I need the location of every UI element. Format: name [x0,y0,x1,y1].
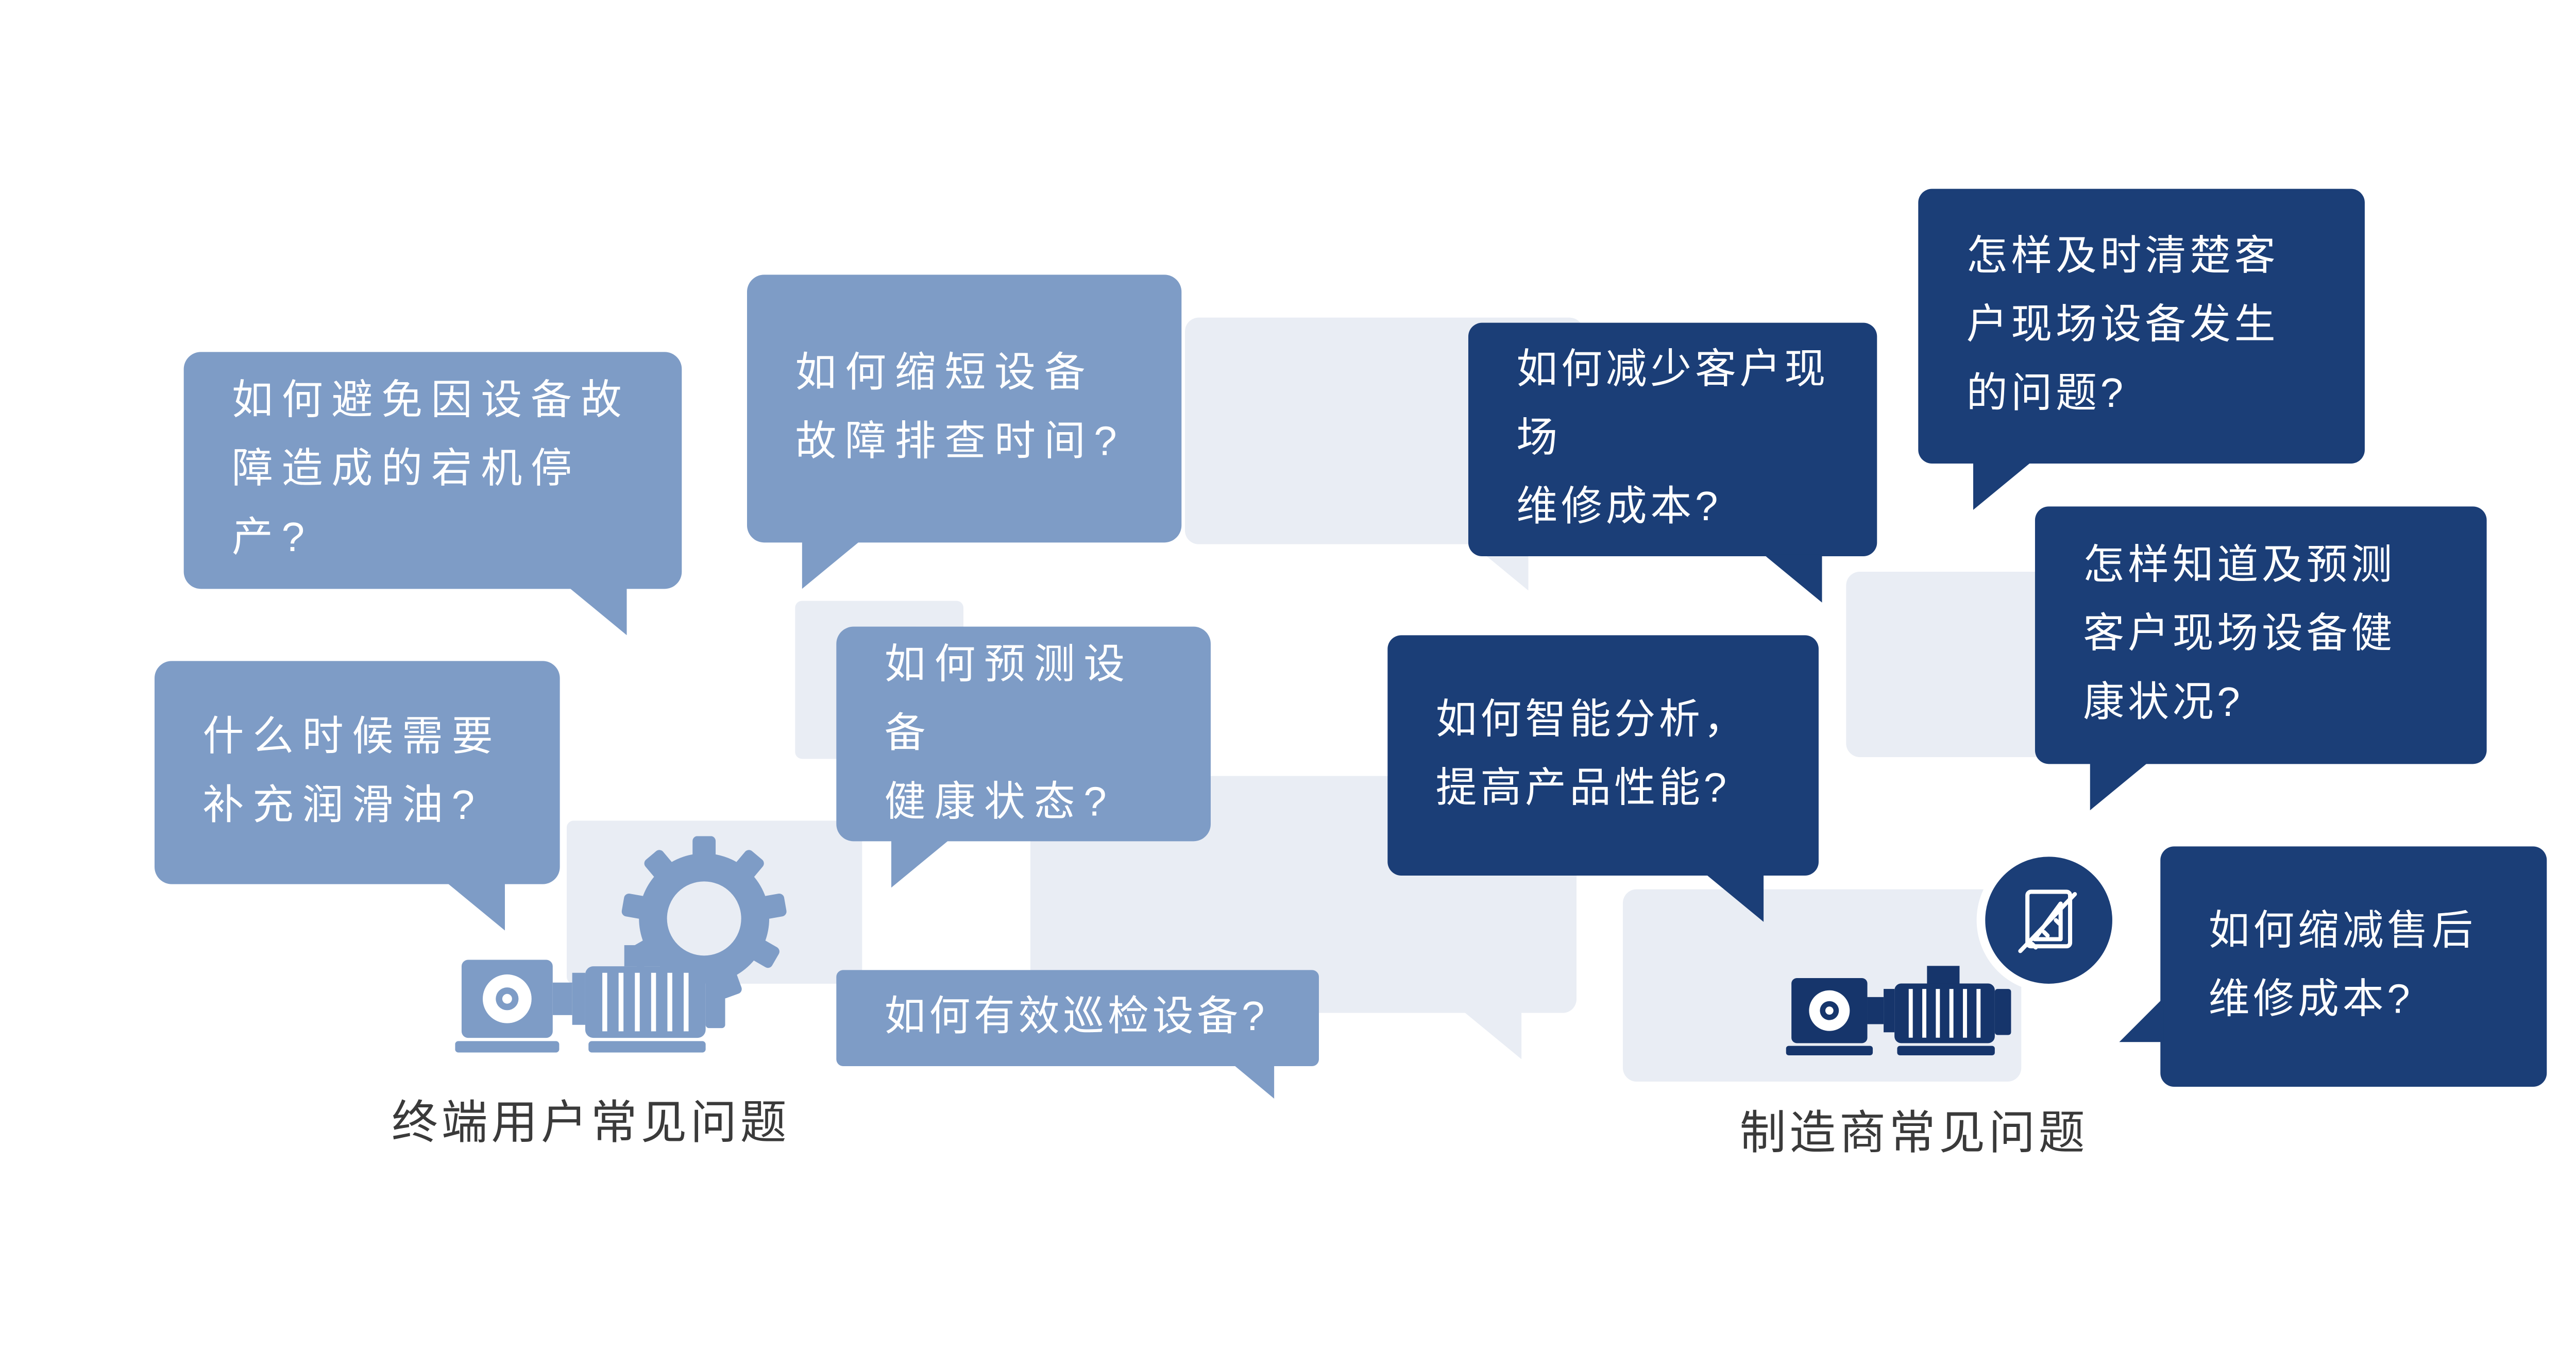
end-user-question-inspection: 如何有效巡检设备? [836,970,1319,1066]
blueprint-icon [1976,848,2121,992]
end-user-question-lubricant: 什么时候需要 补充润滑油? [154,661,560,884]
manufacturer-question-aftersales-cost: 如何缩减售后 维修成本? [2160,846,2547,1087]
end-user-question-avoid-downtime: 如何避免因设备故 障造成的宕机停产? [183,352,682,589]
manufacturer-question-smart-analysis: 如何智能分析， 提高产品性能? [1387,635,1819,876]
manufacturer-group-label: 制造商常见问题 [1739,1107,2089,1159]
end-user-group-label: 终端用户常见问题 [391,1097,790,1149]
manufacturer-question-onsite-cost: 如何减少客户现场 维修成本? [1468,322,1877,556]
end-user-question-predict-health: 如何预测设备 健康状态? [836,626,1211,842]
gearmotor-icon [455,923,764,1061]
end-user-question-troubleshooting-time: 如何缩短设备 故障排查时间? [747,275,1182,543]
manufacturer-question-predict-health: 怎样知道及预测 客户现场设备健 康状况? [2035,506,2487,764]
manufacturer-question-know-issues: 怎样及时清楚客 户现场设备发生 的问题? [1918,189,2365,464]
gearmotor-icon [1786,948,2044,1063]
